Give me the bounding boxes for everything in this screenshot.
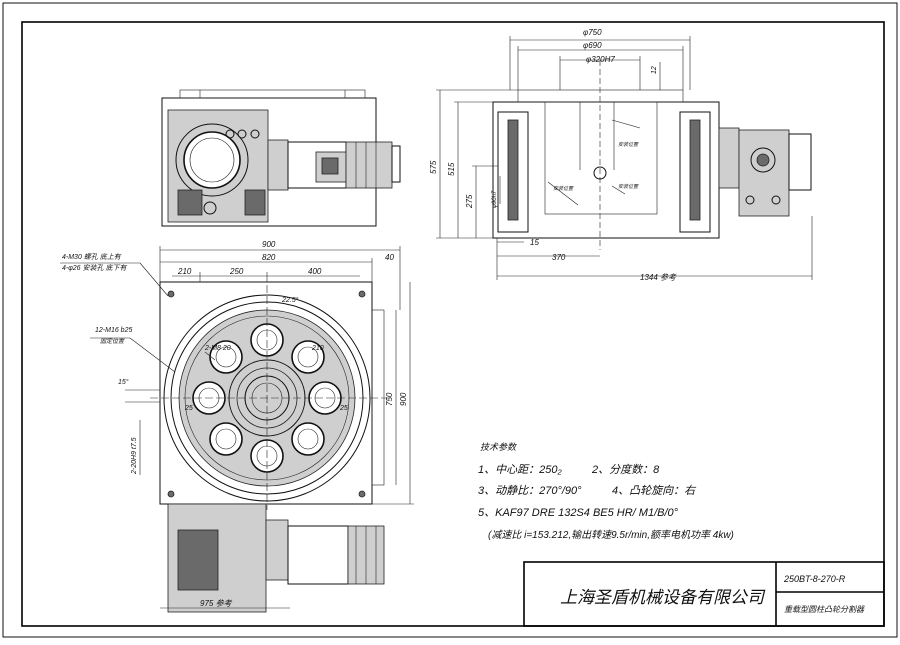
dim-r25-right: 25: [339, 405, 348, 412]
company-name: 上海圣盾机械设备有限公司: [560, 588, 766, 607]
tech-heading: 技术参数: [480, 442, 517, 452]
mount-label-c: 安装位置: [618, 183, 639, 190]
angle-22-5: 22.5°: [281, 296, 299, 304]
dim-d690: φ690: [583, 41, 602, 50]
callout-d26: 4-φ26 安装孔 底下有: [62, 264, 127, 272]
dim-40: 40: [385, 253, 394, 262]
dim-750: 750: [385, 392, 394, 406]
top-left-view: [161, 89, 401, 227]
callouts: 4-M30 螺孔 底上有 4-φ26 安装孔 底下有 12-M16 b25 固定…: [60, 253, 231, 475]
dim-820: 820: [262, 253, 276, 262]
tech-line1-b: 2、分度数：8: [591, 463, 660, 476]
dim-d320: φ320H7: [586, 55, 615, 64]
tech-params: 技术参数 1、中心距：250₂ 2、分度数：8 3、动静比：270°/90° 4…: [478, 442, 734, 541]
dim-400: 400: [308, 267, 322, 276]
right-view-dimensions: φ750 φ690 φ320H7 12 575 515 275 φ90h7 15…: [429, 28, 813, 282]
callout-m8: 2-M8 20: [204, 345, 231, 352]
plan-view: [150, 281, 390, 613]
callout-m30: 4-M30 螺孔 底上有: [62, 253, 122, 261]
dim-275: 275: [465, 194, 474, 209]
angle-15: 15°: [118, 378, 129, 386]
top-right-view: 安装位置 安装位置 安装位置: [492, 60, 812, 250]
dim-250: 250: [229, 267, 244, 276]
tech-line4: (减速比 i=153.212,输出转速9.5r/min,额率电机功率 4kw): [488, 529, 734, 541]
dim-r25-left: 25: [184, 405, 193, 412]
dim-575: 575: [429, 160, 438, 174]
dim-15: 15: [530, 238, 539, 247]
dim-900-top: 900: [262, 240, 276, 249]
tech-line2-b: 4、凸轮旋向：右: [612, 484, 697, 497]
callout-m16: 12-M16 b25: [95, 327, 132, 334]
dim-900-side: 900: [399, 392, 408, 406]
dim-975: 975 参考: [200, 599, 233, 608]
dim-d750: φ750: [583, 28, 602, 37]
mount-label-a: 安装位置: [618, 141, 639, 148]
dim-r210: 210: [311, 345, 324, 352]
tech-line3: 5、KAF97 DRE 132S4 BE5 HR/ M1/B/0°: [478, 507, 679, 519]
plan-view-dimensions: 900 820 40 210 250 400 750 900 975 参考 22…: [118, 240, 414, 609]
tech-line1-a: 1、中心距：250₂: [478, 463, 562, 476]
dim-515: 515: [447, 162, 456, 176]
drawing-name: 重载型圆柱凸轮分割器: [784, 605, 865, 614]
callout-m16-sub: 固定位置: [100, 337, 125, 345]
tech-line2-a: 3、动静比：270°/90°: [478, 484, 582, 497]
mount-label-b: 安装位置: [553, 185, 574, 192]
dim-210: 210: [177, 267, 192, 276]
callout-pin: 2-20H9 t7.5: [131, 437, 138, 475]
drawing-number: 250BT-8-270-R: [783, 574, 846, 584]
dim-370: 370: [552, 253, 566, 262]
dim-1344: 1344 参考: [640, 273, 677, 282]
title-block: 上海圣盾机械设备有限公司 250BT-8-270-R 重载型圆柱凸轮分割器: [523, 561, 885, 627]
dim-12: 12: [651, 66, 658, 74]
dim-d90: φ90h7: [492, 190, 498, 208]
inner-frame: [21, 21, 885, 627]
